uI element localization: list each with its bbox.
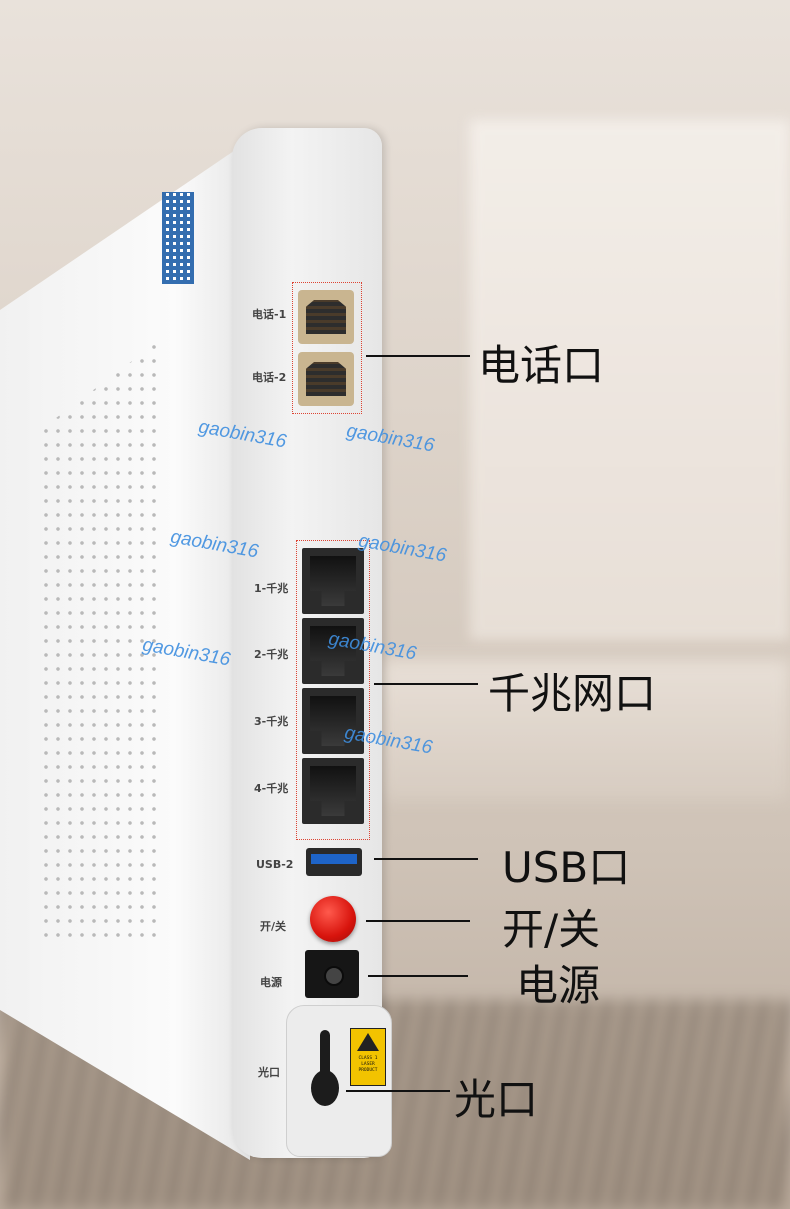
laser-sticker-text: CLASS 1 LASER PRODUCT — [358, 1056, 378, 1073]
callout-usb: USB口 — [502, 843, 631, 892]
ethernet-ports-highlight — [296, 540, 370, 840]
callout-phone: 电话口 — [478, 341, 605, 390]
label-power-switch: 开/关 — [260, 920, 287, 933]
label-lan-3: 3-千兆 — [254, 715, 289, 728]
label-lan-1: 1-千兆 — [254, 582, 289, 595]
optical-port[interactable] — [311, 1070, 339, 1106]
ethernet-port-4[interactable] — [302, 758, 364, 824]
callout-switch: 开/关 — [502, 905, 601, 954]
qr-code-icon — [162, 192, 194, 284]
label-lan-4: 4-千兆 — [254, 782, 289, 795]
callout-optical: 光口 — [454, 1075, 539, 1124]
callout-power: 电源 — [516, 961, 601, 1010]
fiber-cable — [320, 1030, 330, 1090]
callout-line-phone — [366, 355, 470, 357]
phone-port-1[interactable] — [298, 290, 354, 344]
callout-line-usb — [374, 858, 478, 860]
ethernet-port-1[interactable] — [302, 548, 364, 614]
label-phone-1: 电话-1 — [252, 308, 287, 321]
callout-gigabit: 千兆网口 — [488, 669, 657, 718]
label-lan-2: 2-千兆 — [254, 648, 289, 661]
phone-port-2[interactable] — [298, 352, 354, 406]
power-button[interactable] — [310, 896, 356, 942]
ventilation-holes — [40, 340, 160, 940]
phone-ports-highlight — [292, 282, 362, 414]
label-power: 电源 — [260, 976, 282, 989]
callout-line-optical — [346, 1090, 450, 1092]
laser-warning-icon: CLASS 1 LASER PRODUCT — [350, 1028, 386, 1086]
background-window — [470, 120, 790, 640]
callout-line-switch — [366, 920, 470, 922]
label-phone-2: 电话-2 — [252, 371, 287, 384]
callout-line-power — [368, 975, 468, 977]
label-optical: 光口 — [258, 1066, 280, 1079]
callout-line-gigabit — [374, 683, 478, 685]
power-jack[interactable] — [305, 950, 359, 998]
ethernet-port-3[interactable] — [302, 688, 364, 754]
usb-port[interactable] — [306, 848, 362, 876]
label-usb: USB-2 — [256, 858, 294, 871]
ethernet-port-2[interactable] — [302, 618, 364, 684]
